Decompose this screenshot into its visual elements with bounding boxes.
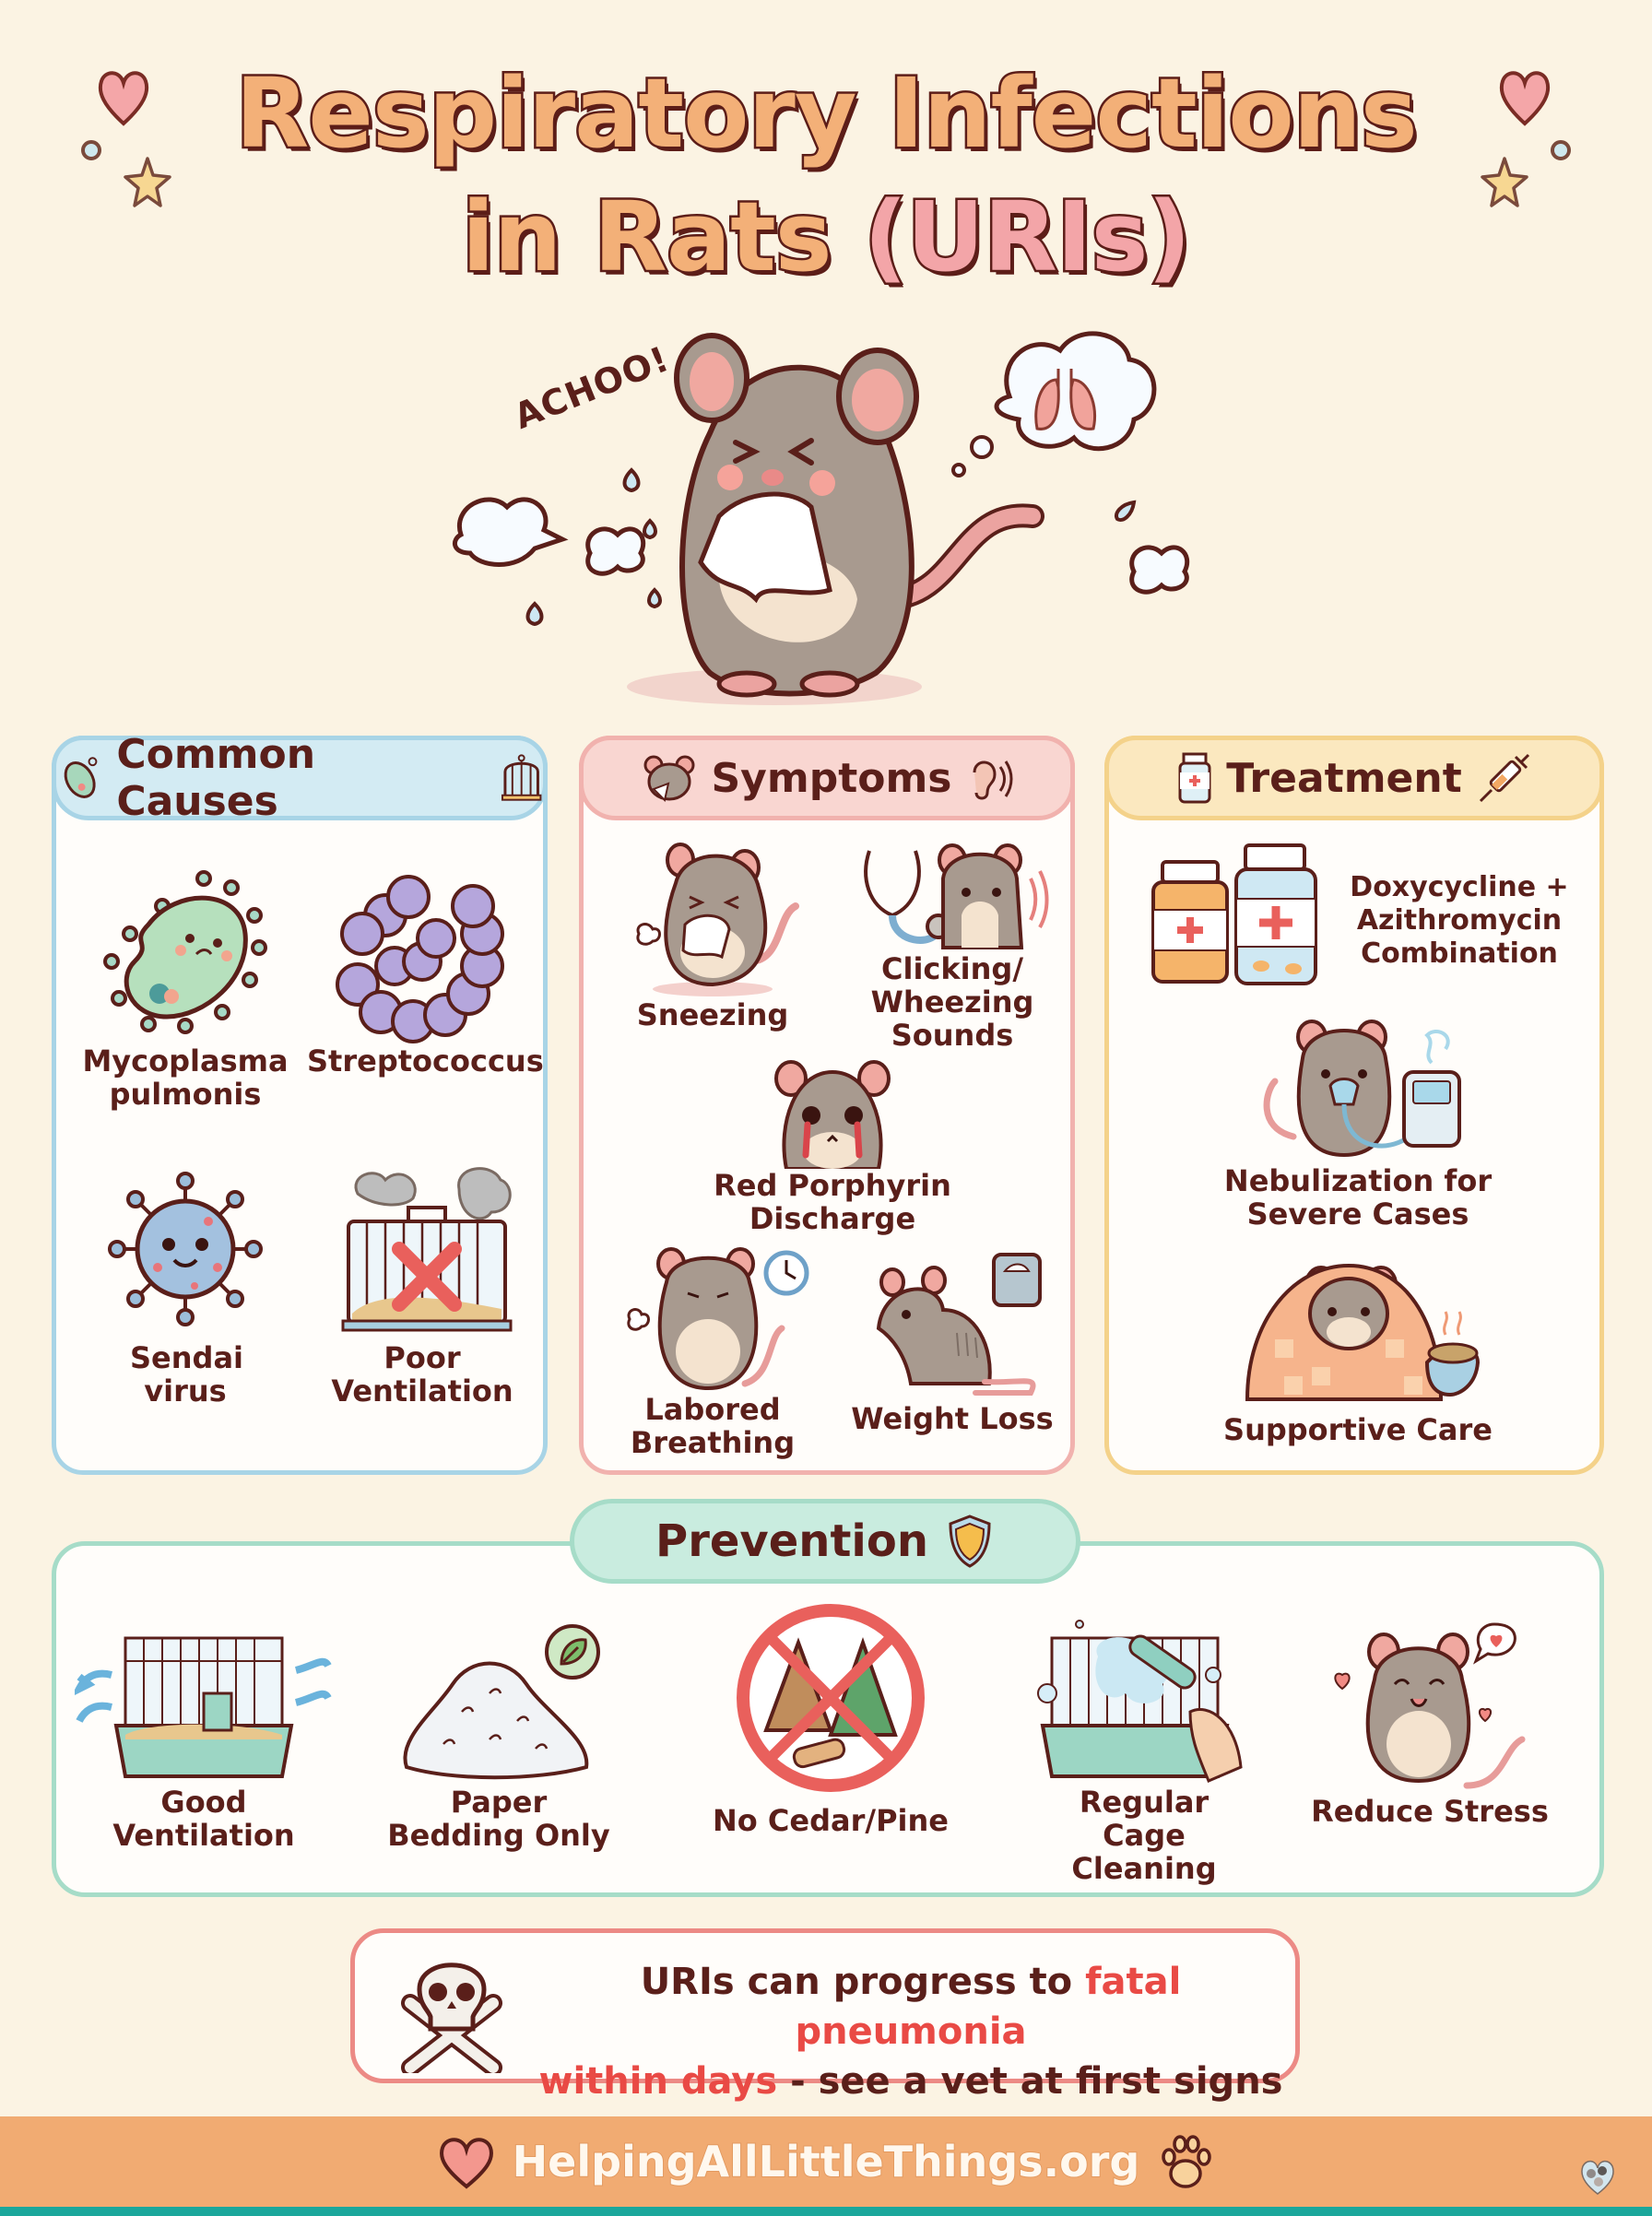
causes-card: Common Causes Mycoplasma pulmonis Strept…	[52, 731, 548, 1475]
warning-highlight: fatal pneumonia	[795, 1961, 1182, 2053]
bacterium-icon	[64, 757, 98, 798]
symptoms-heading: Symptoms	[711, 754, 952, 802]
prevention-item: Paper Bedding Only	[360, 1620, 637, 1852]
prevention-label: Reduce Stress	[1311, 1794, 1549, 1829]
prevention-card: Good Ventilation Paper Bedding Only No C…	[52, 1541, 1604, 1897]
treatment-label: Doxycycline + Azithromycin Combination	[1350, 871, 1569, 970]
cause-label: Mycoplasma pulmonis	[82, 1043, 289, 1112]
rats-heart-logo-icon	[1581, 2160, 1614, 2195]
symptom-label: Labored Breathing	[630, 1392, 796, 1460]
footer-website-link[interactable]: HelpingAllLittleThings.org	[512, 2136, 1141, 2187]
heart-icon	[98, 71, 149, 126]
breathing-rat-icon	[627, 1247, 809, 1391]
prevention-header: Prevention	[570, 1499, 1080, 1584]
prevention-label: Paper Bedding Only	[387, 1785, 610, 1853]
prevention-heading: Prevention	[655, 1515, 928, 1567]
warning-text: URIs can progress to fatal pneumonia with…	[537, 1957, 1284, 2106]
sneezing-rat-face-icon	[643, 755, 695, 802]
nebulizer-rat-icon	[1263, 1020, 1461, 1158]
star-icon	[124, 157, 171, 207]
no-wood-icon	[737, 1604, 925, 1792]
sneezing-rat-illustration	[453, 331, 1190, 705]
birdcage-icon	[501, 754, 542, 801]
medicine-bottle-icon	[1178, 752, 1211, 804]
treatment-label: Nebulization for Severe Cases	[1223, 1163, 1493, 1232]
cause-item: Sendai virus	[75, 1157, 296, 1408]
prevention-item: No Cedar/Pine	[683, 1592, 978, 1837]
prevention-label: Regular Cage Cleaning	[1071, 1785, 1217, 1886]
heart-icon	[1499, 71, 1551, 126]
symptoms-card-header: Symptoms	[579, 736, 1075, 820]
cause-item: Mycoplasma pulmonis	[75, 860, 296, 1111]
treatment-item-icon	[1146, 842, 1330, 989]
cause-item: Poor Ventilation	[307, 1157, 537, 1408]
symptom-label: Weight Loss	[851, 1401, 1054, 1436]
blanket-rat-icon	[1245, 1263, 1481, 1401]
title-highlight: (URIs)	[861, 179, 1193, 296]
warning-highlight: within days	[538, 2060, 778, 2103]
shield-icon	[949, 1515, 991, 1568]
symptom-item: Red Porphyrin Discharge	[703, 1058, 962, 1235]
lungs-icon	[1034, 369, 1096, 430]
cause-item: Streptococcus	[307, 860, 544, 1079]
symptom-label: Red Porphyrin Discharge	[714, 1168, 951, 1236]
prevention-label: No Cedar/Pine	[713, 1803, 949, 1838]
symptom-label: Clicking/ Wheezing Sounds	[870, 951, 1034, 1053]
cause-label: Streptococcus	[307, 1043, 544, 1079]
warning-banner: URIs can progress to fatal pneumonia with…	[350, 1928, 1300, 2103]
ear-listening-icon	[973, 760, 1012, 800]
paw-print-icon	[1162, 2135, 1212, 2188]
title-prefix: in Rats	[459, 179, 864, 296]
prevention-item: Regular Cage Cleaning	[1006, 1620, 1282, 1885]
symptom-item: Labored Breathing	[602, 1245, 823, 1459]
prevention-item: Reduce Stress	[1292, 1610, 1568, 1828]
prevention-label: Good Ventilation	[112, 1785, 295, 1853]
virus-icon	[108, 1172, 263, 1326]
treatment-item: Supportive Care	[1201, 1247, 1515, 1446]
circle-icon	[81, 140, 101, 160]
crying-rat-icon	[774, 1060, 891, 1169]
stethoscope-rat-icon	[864, 843, 1049, 949]
page-title-line-1: Respiratory Infections	[233, 55, 1420, 172]
stuffy-cage-icon	[341, 1167, 513, 1332]
footer: HelpingAllLittleThings.org	[0, 2116, 1652, 2207]
symptoms-card: Symptoms Sneezing Clicking/	[579, 736, 1075, 1475]
ventilated-cage-icon	[75, 1636, 332, 1778]
sneezing-rat-icon	[636, 843, 799, 996]
page-title-line-2: in Rats (URIs)	[0, 179, 1652, 296]
heart-icon	[439, 2138, 493, 2189]
symptom-item: Sneezing	[602, 842, 823, 1031]
cause-label: Sendai virus	[130, 1340, 243, 1409]
circle-icon	[1551, 140, 1571, 160]
cocci-chain-icon	[336, 875, 504, 1043]
symptom-item: Weight Loss	[842, 1245, 1063, 1435]
causes-card-header: Common Causes	[52, 731, 548, 825]
treatment-card: Treatment Doxycycline + Azithromycin Com…	[1104, 736, 1604, 1475]
prevention-item: Good Ventilation	[65, 1620, 342, 1852]
syringe-icon	[1479, 753, 1529, 803]
treatment-label: Supportive Care	[1223, 1412, 1493, 1447]
causes-heading: Common Causes	[116, 731, 316, 825]
warning-part2: - see a vet at first signs	[777, 2060, 1283, 2103]
bacterium-icon	[103, 870, 267, 1034]
treatment-item: Nebulization for Severe Cases	[1201, 1017, 1515, 1231]
treatment-heading: Treatment	[1226, 754, 1462, 802]
symptom-item: Clicking/ Wheezing Sounds	[842, 842, 1063, 1052]
warning-part1: URIs can progress to	[640, 1961, 1086, 2003]
medicine-bottles-icon	[1151, 843, 1317, 985]
cause-label: Poor Ventilation	[331, 1340, 513, 1409]
happy-rat-icon	[1334, 1622, 1526, 1789]
skull-crossbones-icon	[401, 1963, 502, 2073]
footer-accent-bar	[0, 2207, 1652, 2216]
cage-cleaning-icon	[1037, 1620, 1243, 1783]
treatment-card-header: Treatment	[1104, 736, 1604, 820]
thin-rat-scale-icon	[876, 1253, 1042, 1396]
paper-bedding-icon	[403, 1624, 600, 1780]
symptom-label: Sneezing	[636, 997, 789, 1032]
star-icon	[1481, 157, 1528, 207]
